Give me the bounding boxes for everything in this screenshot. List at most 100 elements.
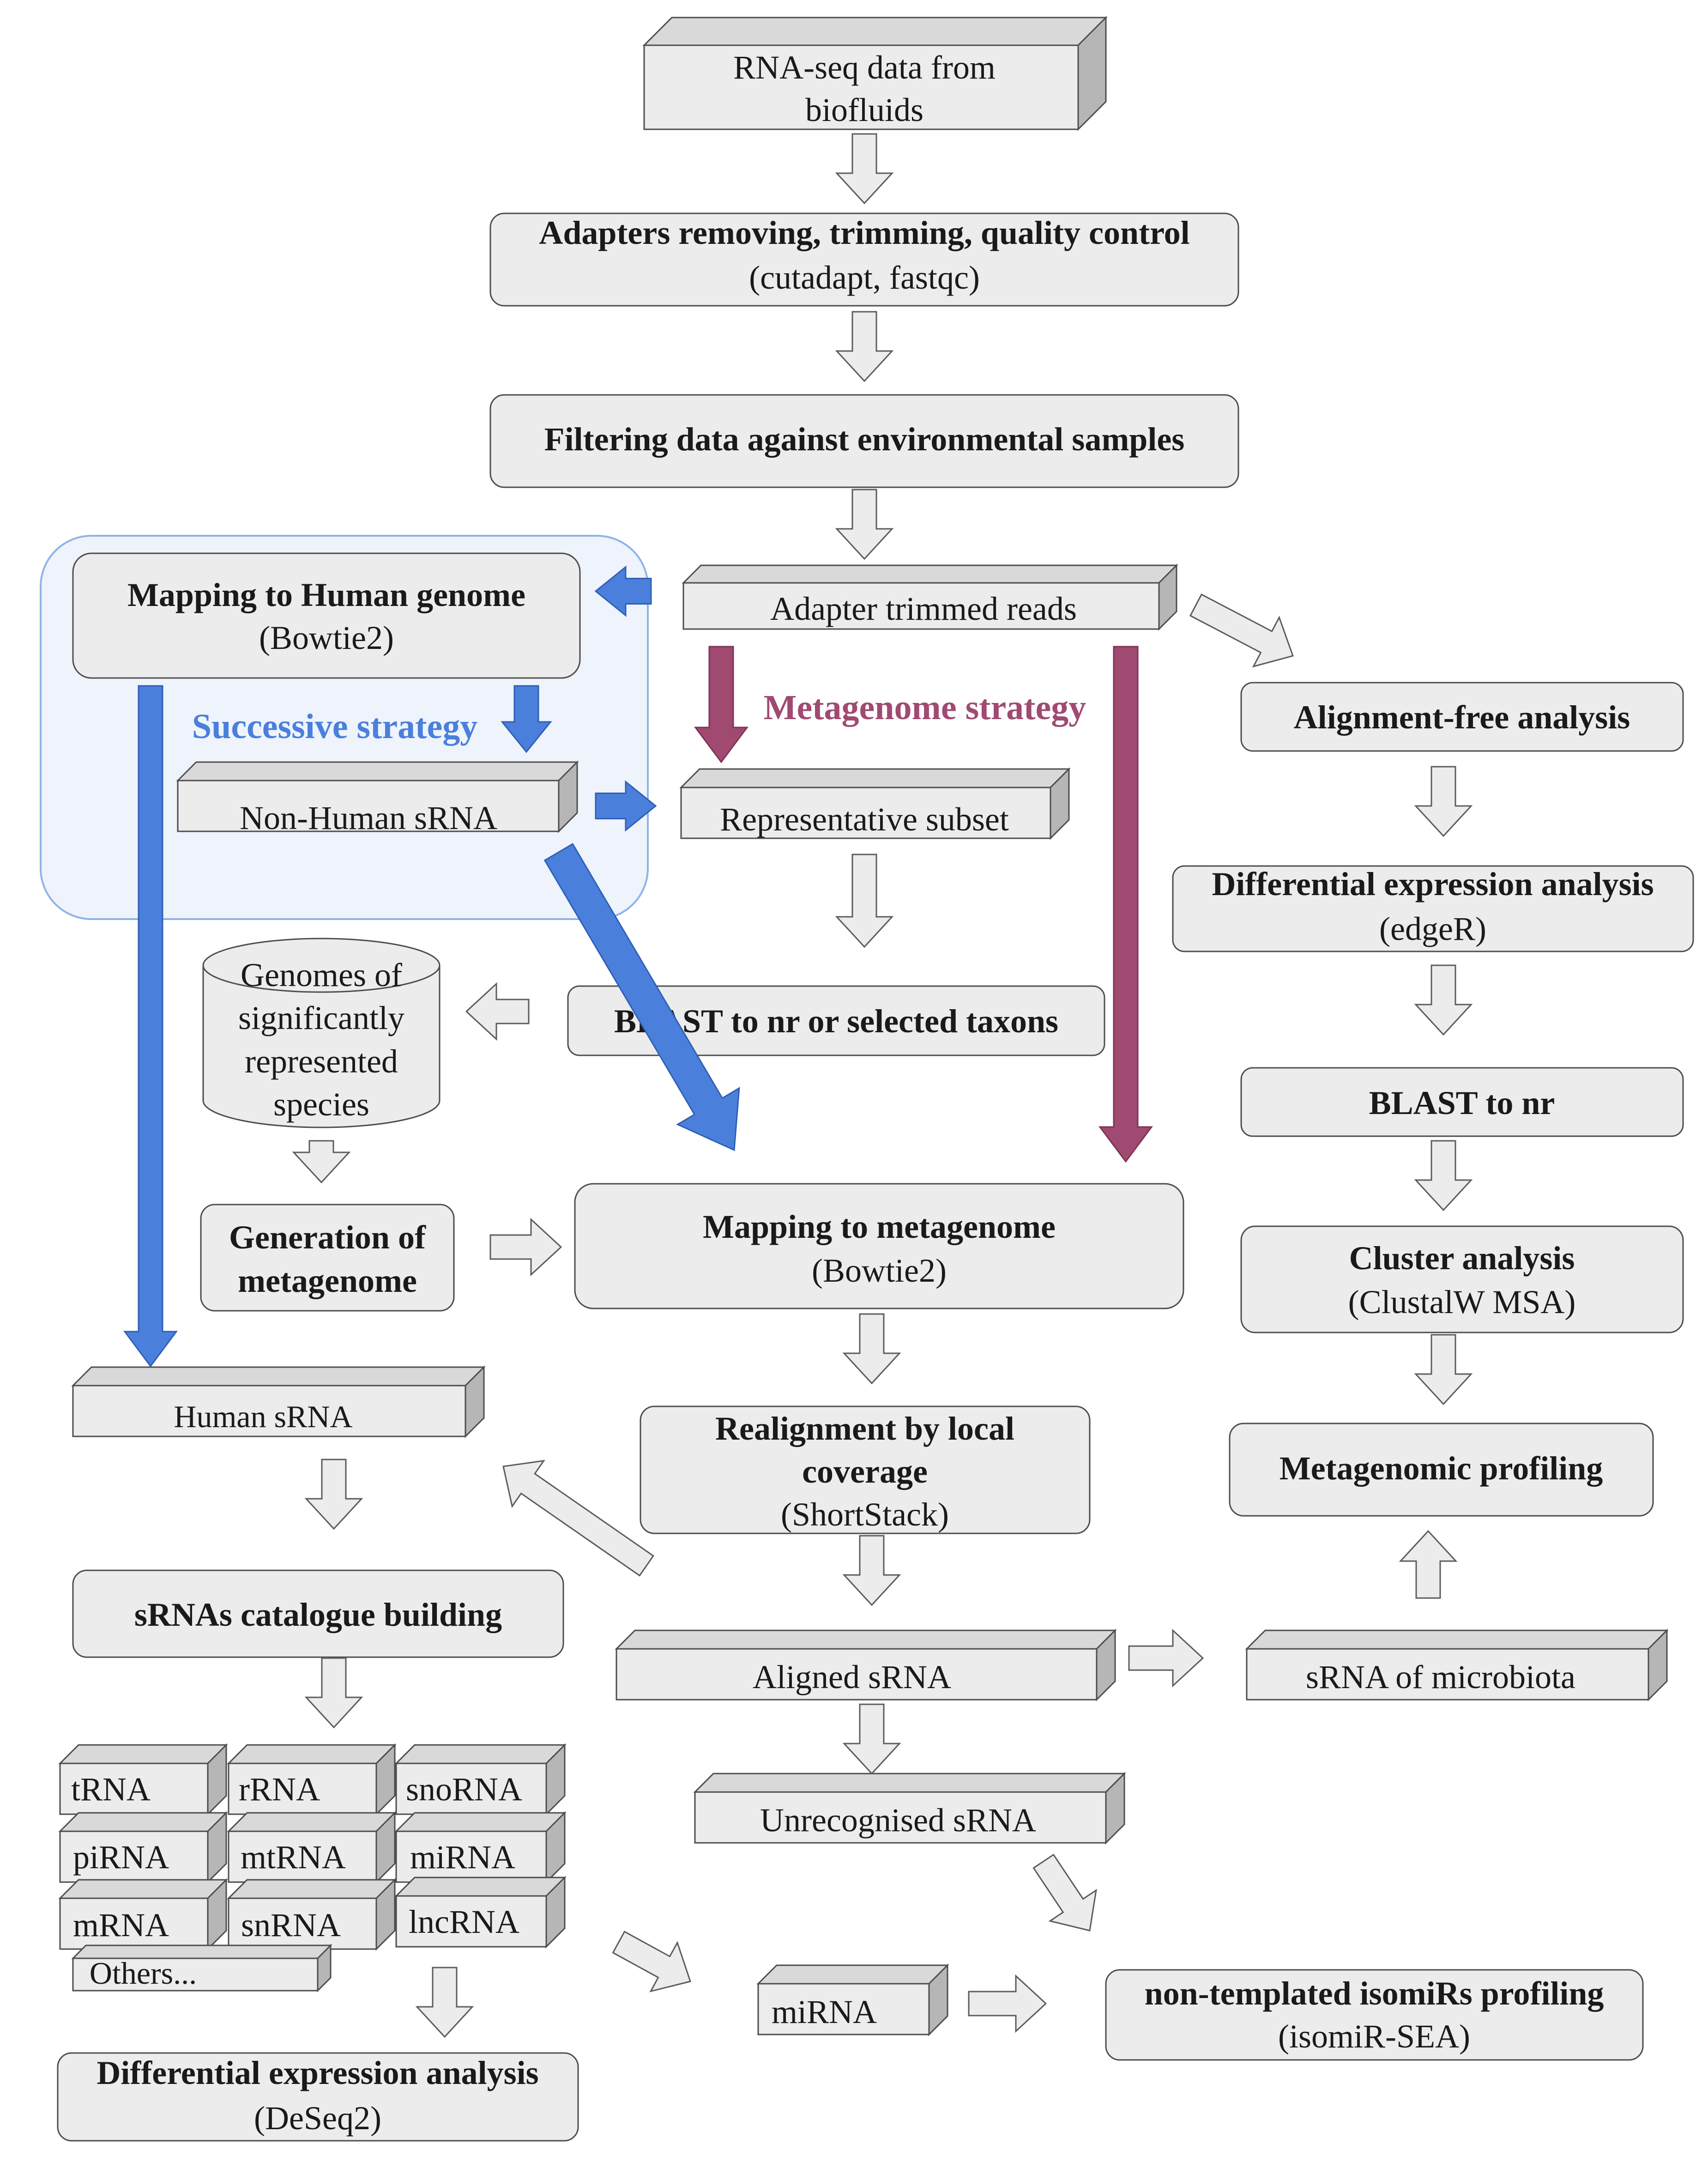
arrow-blast-to-genomes xyxy=(465,982,530,1041)
rep-subset-label: Representative subset xyxy=(720,801,1009,838)
map-human-node: Mapping to Human genome (Bowtie2) xyxy=(72,552,581,679)
successive-arrow-map-human-to-non-human xyxy=(501,685,552,753)
successive-arrow-non-human-to-map-meta xyxy=(543,843,740,1151)
arrow-mirna-to-isomir xyxy=(968,1974,1047,2033)
unrecognised-label: Unrecognised sRNA xyxy=(760,1802,1036,1839)
arrow-filtering-to-trimmed xyxy=(835,489,894,560)
arrow-adapters-to-filtering xyxy=(835,311,894,382)
isomir-title: non-templated isomiRs profiling xyxy=(1145,1975,1604,2012)
arrow-catalogue-to-types xyxy=(304,1657,363,1729)
arrow-microbiota-to-meta-prof xyxy=(1399,1530,1458,1599)
successive-arrow-map-human-to-human-srna xyxy=(123,685,178,1368)
aligned-label: Aligned sRNA xyxy=(753,1659,951,1696)
metagenome-arrow-trimmed-to-map-meta xyxy=(1098,646,1153,1163)
rna-type-trna: tRNA xyxy=(71,1771,151,1808)
arrow-genomes-to-gen-meta xyxy=(292,1140,351,1184)
rna-type-snorna: snoRNA xyxy=(406,1771,522,1808)
snorna-block xyxy=(394,1743,567,1816)
gen-meta-node: Generation of metagenome xyxy=(200,1204,455,1312)
blast-taxa-node: BLAST to nr or selected taxons xyxy=(567,985,1105,1056)
others-label: Others... xyxy=(90,1956,197,1991)
arrow-types-to-mirna xyxy=(612,1931,691,1992)
blast-taxa-title: BLAST to nr or selected taxons xyxy=(614,1003,1058,1040)
rna-type-pirna: piRNA xyxy=(73,1839,169,1876)
pirna-block xyxy=(58,1811,228,1884)
metagenome-arrow-trimmed-to-rep-subset xyxy=(694,646,748,763)
trimmed-block xyxy=(682,563,1178,631)
arrow-human-srna-to-catalogue xyxy=(304,1459,363,1530)
arrow-gen-meta-to-map-meta xyxy=(489,1217,562,1277)
rna-type-snrna: snRNA xyxy=(241,1907,341,1944)
lncrna-block xyxy=(394,1876,567,1949)
genomes-line1: Genomes of xyxy=(241,957,402,993)
blast-nr-node: BLAST to nr xyxy=(1240,1067,1684,1137)
realign-line1: Realignment by local xyxy=(715,1410,1014,1447)
arrow-realign-to-aligned xyxy=(842,1535,901,1606)
cluster-tool: (ClustalW MSA) xyxy=(1348,1284,1576,1320)
rna-type-lncrna: lncRNA xyxy=(409,1903,519,1940)
microbiota-label: sRNA of microbiota xyxy=(1306,1659,1575,1696)
map-meta-tool: (Bowtie2) xyxy=(812,1252,947,1289)
filtering-title: Filtering data against environmental sam… xyxy=(544,421,1185,458)
catalogue-node: sRNAs catalogue building xyxy=(72,1569,564,1658)
mirna-block xyxy=(756,1963,949,2036)
realign-line2: coverage xyxy=(802,1453,928,1490)
adapters-title: Adapters removing, trimming, quality con… xyxy=(539,214,1189,251)
arrow-map-meta-to-realign xyxy=(842,1313,901,1385)
rna-type-mrna: mRNA xyxy=(73,1907,169,1944)
arrow-blast-nr-to-cluster xyxy=(1414,1140,1473,1211)
diff-edger-title: Differential expression analysis xyxy=(1212,866,1654,902)
arrow-rnaseq-to-adapters xyxy=(835,133,894,205)
arrow-aligned-to-microbiota xyxy=(1128,1629,1204,1688)
map-human-tool: (Bowtie2) xyxy=(259,619,394,656)
rna-type-rrna: rRNA xyxy=(239,1771,320,1808)
adapters-node: Adapters removing, trimming, quality con… xyxy=(489,212,1239,307)
arrow-unrecognised-to-isomir xyxy=(1032,1853,1097,1932)
arrow-diff-edger-to-blast-nr xyxy=(1414,964,1473,1036)
arrow-trimmed-to-align-free xyxy=(1189,593,1294,668)
snrna-block xyxy=(227,1878,397,1951)
genomes-line2: significantly xyxy=(238,999,404,1036)
mtrna-block xyxy=(227,1811,397,1884)
aligned-block xyxy=(615,1629,1117,1702)
rnaseq-line1: RNA-seq data from xyxy=(733,49,996,86)
rnaseq-block xyxy=(642,16,1108,131)
arrow-aligned-to-unrecognised xyxy=(842,1703,901,1775)
genomes-line3: represented xyxy=(245,1043,398,1080)
map-meta-title: Mapping to metagenome xyxy=(703,1208,1056,1245)
map-human-title: Mapping to Human genome xyxy=(127,576,525,613)
rna-type-mtrna: mtRNA xyxy=(241,1839,346,1876)
filtering-node: Filtering data against environmental sam… xyxy=(489,394,1239,488)
successive-strategy-label: Successive strategy xyxy=(192,707,477,746)
trimmed-label: Adapter trimmed reads xyxy=(770,590,1077,627)
diff-deseq-tool: (DeSeq2) xyxy=(254,2100,381,2137)
metagenome-strategy-label: Metagenome strategy xyxy=(764,688,1086,727)
arrow-align-free-to-diff-edger xyxy=(1414,766,1473,837)
arrow-rep-subset-to-blast xyxy=(835,854,894,948)
isomir-node: non-templated isomiRs profiling (isomiR-… xyxy=(1105,1969,1644,2061)
meta-prof-node: Metagenomic profiling xyxy=(1229,1423,1654,1517)
mirna-type-block xyxy=(394,1811,567,1884)
cluster-node: Cluster analysis (ClustalW MSA) xyxy=(1240,1225,1684,1333)
non-human-label: Non-Human sRNA xyxy=(240,799,497,836)
diff-deseq-node: Differential expression analysis (DeSeq2… xyxy=(57,2052,579,2142)
meta-prof-title: Metagenomic profiling xyxy=(1279,1450,1603,1487)
mrna-block xyxy=(58,1878,228,1951)
rnaseq-line2: biofluids xyxy=(805,91,923,128)
diff-deseq-title: Differential expression analysis xyxy=(97,2054,538,2091)
successive-arrow-non-human-to-rep-subset xyxy=(595,780,657,832)
diff-edger-node: Differential expression analysis (edgeR) xyxy=(1172,865,1694,952)
others-block xyxy=(71,1944,332,1992)
successive-arrow-trimmed-to-map-human xyxy=(594,565,652,617)
map-meta-node: Mapping to metagenome (Bowtie2) xyxy=(574,1183,1184,1309)
rep-subset-block xyxy=(679,767,1071,840)
adapters-tool: (cutadapt, fastqc) xyxy=(749,259,980,296)
arrow-realign-to-human-srna xyxy=(502,1460,654,1577)
gen-meta-line1: Generation of xyxy=(229,1219,426,1256)
genomes-cylinder: Genomes of significantly represented spe… xyxy=(202,938,441,1128)
align-free-title: Alignment-free analysis xyxy=(1294,699,1630,736)
catalogue-title: sRNAs catalogue building xyxy=(134,1596,502,1633)
align-free-node: Alignment-free analysis xyxy=(1240,682,1684,752)
rrna-block xyxy=(227,1743,397,1816)
